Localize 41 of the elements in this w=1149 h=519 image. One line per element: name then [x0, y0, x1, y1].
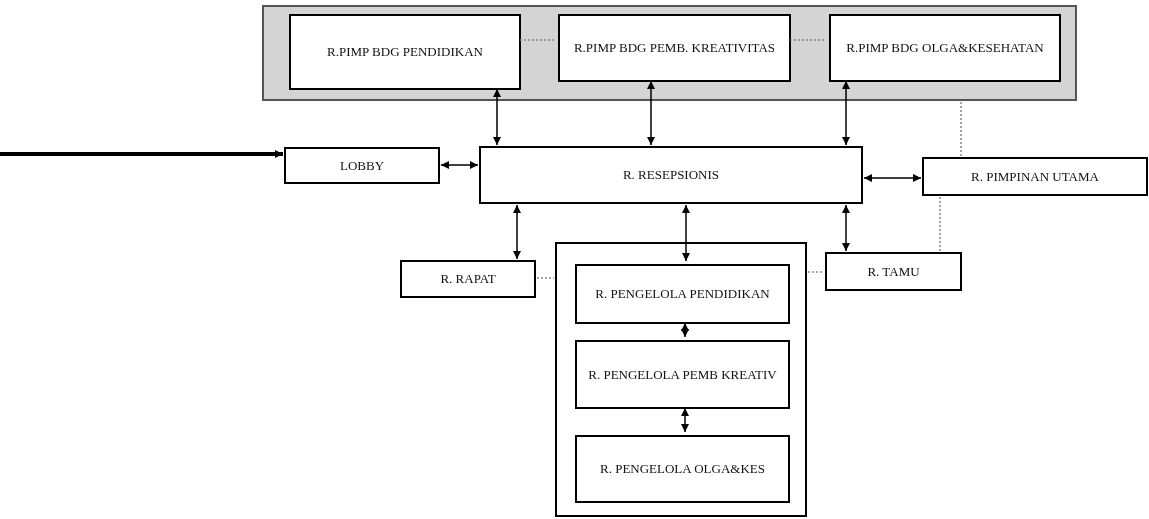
- arrow: [440, 161, 479, 169]
- room-label: R. PIMPINAN UTAMA: [970, 168, 1100, 185]
- room-label: R. PENGELOLA OLGA&KES: [599, 461, 766, 477]
- dotted-line: [939, 196, 941, 252]
- room-box: [829, 14, 1061, 82]
- arrow: [682, 204, 690, 262]
- room-label: R. PENGELOLA PEMB KREATIV: [587, 366, 778, 383]
- room-box: [575, 435, 790, 503]
- room-box: [575, 264, 790, 324]
- dotted-line: [789, 39, 827, 41]
- dotted-line: [536, 277, 555, 279]
- dotted-line: [519, 39, 556, 41]
- room-label: R. TAMU: [866, 263, 921, 280]
- arrow: [493, 88, 501, 146]
- room-label: R.PIMP BDG PEMB. KREATIVITAS: [572, 40, 777, 56]
- room-box: [289, 14, 521, 90]
- room-box: [922, 157, 1148, 196]
- arrow: [647, 80, 655, 146]
- arrow: [863, 174, 922, 182]
- room-label: R. RESEPSIONIS: [621, 167, 721, 183]
- arrow: [842, 204, 850, 252]
- arrow: [842, 80, 850, 146]
- arrow: [681, 322, 689, 338]
- room-label: LOBBY: [338, 157, 386, 174]
- room-box: [400, 260, 536, 298]
- room-box: [825, 252, 962, 291]
- room-label: R.PIMP BDG OLGA&KESEHATAN: [845, 40, 1045, 56]
- room-box: [284, 147, 440, 184]
- group-panel: [555, 242, 807, 517]
- dotted-line: [807, 271, 825, 273]
- room-box: [558, 14, 791, 82]
- arrow: [681, 407, 689, 433]
- room-box: [479, 146, 863, 204]
- room-label: R. PENGELOLA PENDIDIKAN: [594, 286, 771, 302]
- room-box: [575, 340, 790, 409]
- room-label: R. RAPAT: [439, 271, 497, 287]
- dotted-line: [960, 101, 962, 157]
- room-label: R.PIMP BDG PENDIDIKAN: [326, 44, 484, 60]
- group-panel: [262, 5, 1077, 101]
- arrow: [513, 204, 521, 260]
- arrow: [0, 150, 283, 158]
